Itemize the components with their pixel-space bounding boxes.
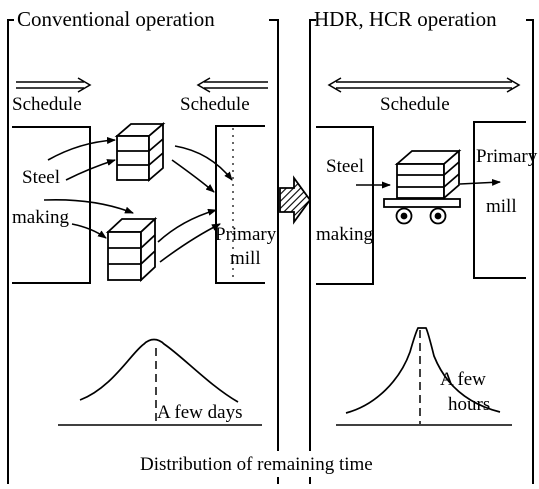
left-panel-title: Conventional operation (17, 7, 215, 31)
right-making-label: making (316, 224, 373, 245)
caption-background (132, 451, 450, 477)
right-curve-label-line2: hours (448, 394, 490, 415)
figure-caption: Distribution of remaining time (140, 454, 373, 475)
primary-mill-box (215, 125, 265, 284)
right-primary-mill-box (473, 121, 526, 279)
right-steelmaking-box (316, 126, 374, 285)
right-panel-title: HDR, HCR operation (314, 7, 497, 31)
right-primary-label: Primary (476, 146, 538, 167)
left-panel-frame (7, 19, 279, 484)
mill-label: mill (230, 248, 261, 269)
steelmaking-box (12, 126, 91, 284)
primary-label: Primary (215, 224, 277, 245)
slab-cart-icon (383, 149, 462, 225)
right-schedule-double-arrow (327, 77, 521, 93)
left-schedule-label: Schedule (12, 94, 82, 115)
right-distribution-curve (345, 327, 501, 414)
right-curve-label-line1: A few (440, 369, 486, 390)
left-schedule-arrow-left (196, 77, 268, 93)
left-schedule-arrow-right (16, 77, 92, 93)
right-steel-label: Steel (326, 156, 364, 177)
right-outflow-arrow (459, 178, 501, 186)
slab-stack-top-icon (114, 122, 166, 182)
transition-arrow-icon (279, 175, 312, 225)
right-mill-label: mill (486, 196, 517, 217)
right-panel-frame (309, 19, 534, 484)
left-flow-arrows (43, 136, 233, 263)
left-curve-label: A few days (157, 402, 242, 423)
left-distribution-curve (79, 338, 239, 403)
slab-stack-bottom-icon (105, 216, 158, 283)
steel-label: Steel (22, 167, 60, 188)
right-schedule-label: Schedule (380, 94, 450, 115)
right-schedule-label: Schedule (180, 94, 250, 115)
making-label: making (12, 207, 69, 228)
